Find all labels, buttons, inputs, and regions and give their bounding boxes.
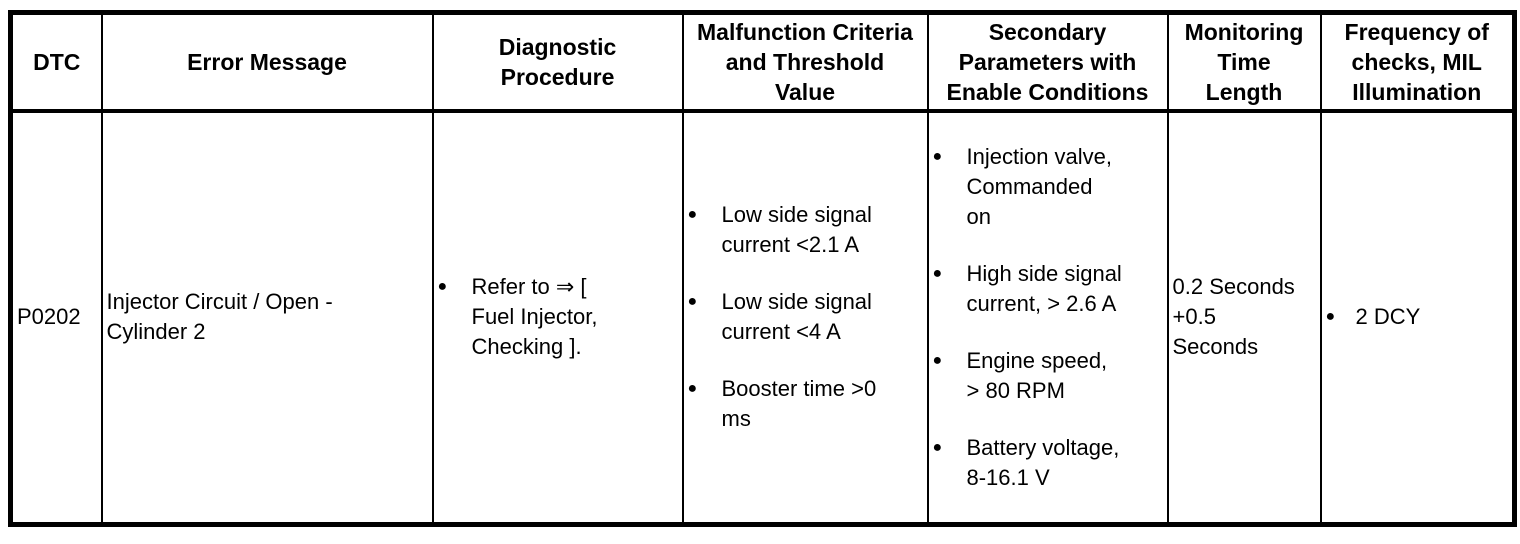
document-page: DTC Error Message Diagnostic Procedure M… xyxy=(8,10,1517,527)
col-header-error-message: Error Message xyxy=(100,11,434,113)
bullet-item-text: High side signal current, > 2.6 A xyxy=(966,260,1122,316)
bullet-icon: ● xyxy=(437,278,448,296)
bullet-icon: ● xyxy=(687,206,698,224)
cell-error-message: Injector Circuit / Open - Cylinder 2 xyxy=(100,110,434,525)
diagnostic-procedure-list: ● Refer to ⇒ [ Fuel Injector, Checking ]. xyxy=(438,272,678,362)
bullet-icon: ● xyxy=(932,438,943,456)
col-header-frequency: Frequency of checks, MIL Illumination xyxy=(1319,11,1516,113)
bullet-icon: ● xyxy=(932,351,943,369)
bullet-item-text: 2 DCY xyxy=(1355,304,1421,330)
bullet-item: ● High side signal current, > 2.6 A xyxy=(933,259,1163,319)
table-body: P0202 Injector Circuit / Open - Cylinder… xyxy=(9,110,1516,525)
bullet-item: ● Booster time >0 ms xyxy=(688,374,923,434)
bullet-item: ● Engine speed, > 80 RPM xyxy=(933,346,1163,406)
bullet-item-text: Refer to ⇒ [ Fuel Injector, Checking ]. xyxy=(471,274,598,360)
bullet-item-text: Battery voltage, 8-16.1 V xyxy=(966,434,1120,490)
cell-secondary-parameters: ● Injection valve, Commanded on ● High side… xyxy=(926,110,1169,525)
bullet-icon: ● xyxy=(687,293,698,311)
secondary-parameters-list: ● Injection valve, Commanded on ● High side… xyxy=(933,142,1163,493)
cell-monitoring-time: 0.2 Seconds +0.5 Seconds xyxy=(1166,110,1322,525)
bullet-icon: ● xyxy=(932,264,943,282)
col-header-dtc: DTC xyxy=(9,11,103,113)
dtc-table: DTC Error Message Diagnostic Procedure M… xyxy=(8,10,1517,527)
bullet-item-text: Booster time >0 ms xyxy=(721,376,877,432)
cell-malfunction-criteria: ● Low side signal current <2.1 A ● Low side… xyxy=(681,110,929,525)
frequency-list: ● 2 DCY xyxy=(1326,302,1509,332)
bullet-item-text: Low side signal current <4 A xyxy=(721,289,872,345)
bullet-item: ● Injection valve, Commanded on xyxy=(933,142,1163,232)
bullet-item: ● Low side signal current <4 A xyxy=(688,287,923,347)
table-header: DTC Error Message Diagnostic Procedure M… xyxy=(9,11,1516,113)
bullet-icon: ● xyxy=(932,147,943,165)
header-row: DTC Error Message Diagnostic Procedure M… xyxy=(9,11,1516,113)
bullet-icon: ● xyxy=(1325,308,1336,326)
table-row-p0202: P0202 Injector Circuit / Open - Cylinder… xyxy=(9,110,1516,525)
cell-frequency: ● 2 DCY xyxy=(1319,110,1516,525)
bullet-item-text: Injection valve, Commanded on xyxy=(966,143,1113,229)
bullet-item: ● Low side signal current <2.1 A xyxy=(688,200,923,260)
col-header-diagnostic-procedure: Diagnostic Procedure xyxy=(431,11,684,113)
bullet-icon: ● xyxy=(687,380,698,398)
bullet-item: ● Battery voltage, 8-16.1 V xyxy=(933,433,1163,493)
col-header-monitoring-time: Monitoring Time Length xyxy=(1166,11,1322,113)
malfunction-criteria-list: ● Low side signal current <2.1 A ● Low side… xyxy=(688,200,923,434)
cell-diagnostic-procedure: ● Refer to ⇒ [ Fuel Injector, Checking ]. xyxy=(431,110,684,525)
bullet-item: ● 2 DCY xyxy=(1326,302,1509,332)
col-header-malfunction-criteria: Malfunction Criteria and Threshold Value xyxy=(681,11,929,113)
cell-dtc-code: P0202 xyxy=(9,110,103,525)
bullet-item: ● Refer to ⇒ [ Fuel Injector, Checking ]. xyxy=(438,272,678,362)
bullet-item-text: Low side signal current <2.1 A xyxy=(721,202,872,258)
bullet-item-text: Engine speed, > 80 RPM xyxy=(966,347,1108,403)
col-header-secondary-parameters: Secondary Parameters with Enable Conditi… xyxy=(926,11,1169,113)
